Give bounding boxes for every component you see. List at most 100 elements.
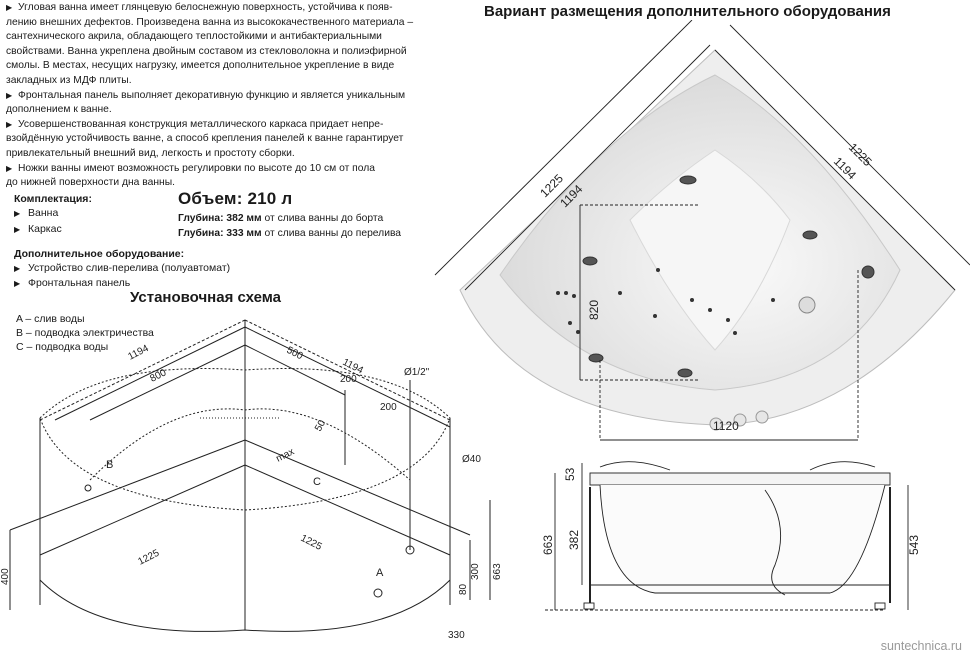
- air-nozzles: [556, 268, 775, 335]
- wall-line-right: [244, 319, 451, 421]
- layout-variant-title: Вариант размещения дополнительного обору…: [484, 3, 891, 20]
- bullet-arrow-icon: ▶: [14, 224, 21, 234]
- drain-hole: [405, 545, 415, 555]
- desc-line: дополнением к ванне.: [6, 104, 112, 116]
- dim-label-1120: 1120: [713, 419, 739, 433]
- air-nozzle: [556, 291, 560, 295]
- dim-label-663: 663: [541, 535, 555, 555]
- foot-right: [874, 602, 886, 610]
- depth-board: Глубина: 382 мм от слива ванны до борта: [178, 213, 384, 224]
- dim-line-1194-right: [244, 326, 451, 428]
- dim-line-500: [244, 344, 346, 396]
- dim-label-pipe-diameter: Ø1/2": [404, 367, 430, 378]
- air-nozzle: [568, 321, 572, 325]
- dim-label-53: 53: [563, 467, 577, 481]
- air-nozzle: [656, 268, 660, 272]
- tub-floor-arc: [39, 579, 451, 632]
- bullet-arrow-icon: ▶: [6, 163, 13, 173]
- air-nozzle: [726, 318, 730, 322]
- desc-line: до нижней поверхности дна ванны.: [6, 177, 175, 189]
- desc-line: ▶Ножки ванны имеют возможность регулиров…: [6, 162, 446, 177]
- kit-list: ▶Ванна ▶Каркас: [14, 206, 62, 237]
- side-view-drawing: 53 663 382 543: [541, 461, 920, 611]
- dim-label-80: 80: [458, 583, 469, 595]
- bullet-arrow-icon: ▶: [6, 3, 13, 12]
- air-nozzle: [618, 291, 622, 295]
- dim-line-1225-right: [244, 464, 451, 556]
- dim-label-382: 382: [567, 530, 581, 550]
- point-label-c: C: [313, 476, 321, 488]
- desc-line: смолы. В местах, несущих нагрузку, имеет…: [6, 60, 395, 72]
- air-nozzle: [690, 298, 694, 302]
- desc-line: закладных из МДФ плиты.: [6, 74, 132, 86]
- tub-heart-seat: [629, 149, 791, 351]
- jet: [588, 353, 604, 363]
- extra-equipment-title: Дополнительное оборудование:: [14, 248, 185, 260]
- install-legend: A – слив воды B – подводка электричества…: [16, 312, 154, 354]
- extra-equipment-list: ▶Устройство слив-перелива (полуавтомат) …: [14, 261, 230, 291]
- dim-label-820: 820: [587, 300, 601, 320]
- control-button: [709, 417, 723, 431]
- jet: [802, 230, 818, 240]
- tub-body-side: [599, 484, 886, 594]
- desc-line: ▶Угловая ванна имеет глянцевую белоснежн…: [6, 1, 446, 16]
- desc-line: ▶Фронтальная панель выполняет декоративн…: [6, 89, 446, 104]
- desc-line: взойдённую устойчивость ванне, а способ …: [6, 133, 404, 145]
- tub-inner-outline: [89, 408, 411, 481]
- desc-line: лению внешних дефектов. Произведена ванн…: [6, 16, 414, 28]
- tub-rim-side: [589, 472, 891, 486]
- air-nozzle: [733, 331, 737, 335]
- dim-label-300: 300: [470, 563, 481, 580]
- dim-label-500: 500: [285, 345, 305, 363]
- desc-line: сантехнического акрила, обладающего тепл…: [6, 31, 382, 43]
- wall-line-left: [39, 319, 246, 421]
- jet: [679, 175, 697, 185]
- site-watermark: suntechnica.ru: [880, 639, 962, 653]
- control-button: [733, 413, 747, 427]
- jet: [582, 256, 598, 266]
- air-nozzle: [653, 314, 657, 318]
- dim-line-1194-left: [464, 44, 711, 291]
- legend-item-c: C – подводка воды: [16, 341, 109, 353]
- kit-title: Комплектация:: [14, 193, 92, 205]
- dim-label-50: 50: [313, 418, 328, 434]
- volume-label: Объем: 210 л: [178, 189, 293, 208]
- dim-label-200-top: 200: [340, 374, 357, 385]
- equipment-layout-drawing: 1225 1194 1225 1194 820 1120: [434, 20, 970, 441]
- foot-left: [583, 602, 595, 610]
- hydromassage-jets: [582, 175, 875, 378]
- dim-line-1194-right: [714, 49, 956, 291]
- panel-cut-line: [764, 489, 786, 596]
- drain-point-a: [373, 588, 383, 598]
- dim-label-1194-left: 1194: [126, 343, 151, 363]
- dim-label-543: 543: [907, 535, 920, 555]
- point-label-b: B: [106, 459, 113, 471]
- air-nozzle: [771, 298, 775, 302]
- headrest-left: [599, 461, 671, 471]
- dim-line-1225-left: [39, 464, 246, 556]
- air-nozzle: [564, 291, 568, 295]
- bullet-arrow-icon: ▶: [14, 264, 21, 273]
- legend-item-b: B – подводка электричества: [16, 327, 154, 339]
- bullet-arrow-icon: ▶: [14, 209, 21, 218]
- dim-line-800: [89, 344, 246, 421]
- legend-item-a: A – слив воды: [16, 313, 85, 325]
- kit-item: ▶Ванна: [14, 206, 62, 222]
- point-label-a: A: [376, 567, 384, 579]
- extra-item: ▶Фронтальная панель: [14, 277, 131, 289]
- dim-label-400: 400: [0, 568, 11, 585]
- dim-label-drain-diameter: Ø40: [462, 454, 481, 465]
- product-description: ▶Угловая ванна имеет глянцевую белоснежн…: [6, 1, 446, 191]
- extra-item: ▶Устройство слив-перелива (полуавтомат): [14, 262, 231, 274]
- desc-line: ▶Усовершенствованная конструкция металли…: [6, 118, 446, 133]
- air-nozzle: [576, 330, 580, 334]
- control-button: [755, 410, 769, 424]
- desc-line: привлекательный внешний вид, легкость и …: [6, 147, 295, 159]
- bullet-arrow-icon: ▶: [6, 90, 13, 100]
- bullet-arrow-icon: ▶: [6, 119, 13, 129]
- electric-point-b: [84, 484, 92, 492]
- headrest-right: [809, 461, 876, 471]
- control-buttons: [709, 410, 769, 431]
- dim-line-1225-left: [434, 20, 693, 276]
- dim-label-max: max: [274, 446, 296, 464]
